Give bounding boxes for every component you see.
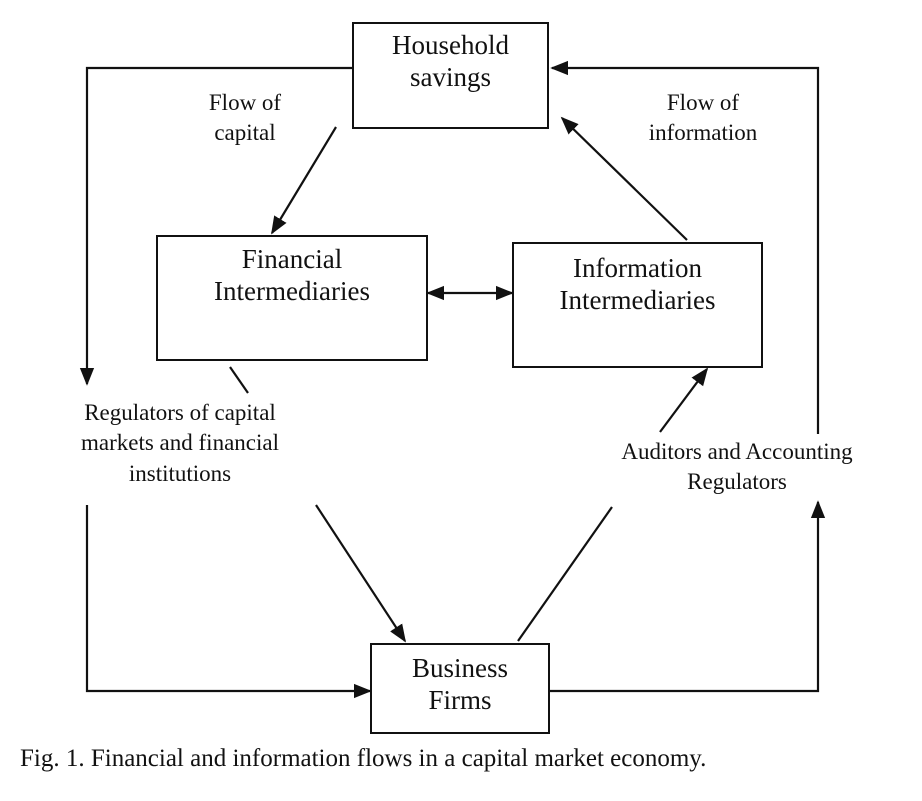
node-business-line-1: Business: [411, 653, 509, 683]
node-financial-line-2: Intermediaries: [214, 276, 370, 307]
label-auditors-line-1: Auditors and Accounting: [621, 439, 853, 464]
line-business-to-auditors: [517, 506, 613, 642]
node-household-line-2: savings: [410, 62, 491, 93]
arrow-household-to-regulators: [79, 66, 352, 386]
node-information-line-1: Information: [573, 253, 702, 283]
label-regulators-line-2: markets and financial: [81, 430, 279, 456]
label-flow-information-line-2: information: [648, 120, 758, 146]
figure-caption: Fig. 1. Financial and information flows …: [20, 745, 707, 772]
label-auditors-and-accounting-regulators: Auditors and Accounting Regulators: [587, 437, 887, 498]
label-regulators-line-3: institutions: [128, 460, 232, 486]
node-financial-intermediaries: Financial Intermediaries: [156, 235, 428, 361]
label-flow-capital-line-1: Flow of: [208, 90, 282, 115]
node-household-line-1: Household: [392, 30, 509, 60]
node-business-line-2: Firms: [428, 685, 492, 716]
node-household-savings: Household savings: [352, 22, 549, 129]
arrow-information-to-household: [560, 116, 688, 241]
arrow-auditors-to-household: [550, 60, 820, 434]
node-information-line-2: Intermediaries: [559, 285, 716, 316]
label-regulators-line-1: Regulators of capital: [84, 400, 276, 425]
label-flow-information-line-1: Flow of: [666, 90, 740, 115]
node-business-firms: Business Firms: [370, 643, 550, 734]
label-flow-capital-line-2: capital: [214, 120, 276, 146]
arrow-business-to-auditors: [549, 500, 826, 693]
label-regulators-of-capital-markets: Regulators of capital markets and financ…: [50, 398, 310, 489]
label-auditors-line-2: Regulators: [687, 469, 787, 495]
node-financial-line-1: Financial: [241, 244, 343, 274]
arrow-regulators-to-business-loop: [85, 505, 372, 699]
node-information-intermediaries: Information Intermediaries: [512, 242, 763, 368]
line-financial-to-regulators: [229, 366, 249, 394]
arrow-household-to-financial: [271, 126, 337, 235]
label-flow-of-capital: Flow of capital: [185, 88, 305, 149]
arrow-auditors-to-information: [659, 367, 709, 433]
arrow-regulators-to-business: [315, 504, 406, 643]
label-flow-of-information: Flow of information: [628, 88, 778, 149]
